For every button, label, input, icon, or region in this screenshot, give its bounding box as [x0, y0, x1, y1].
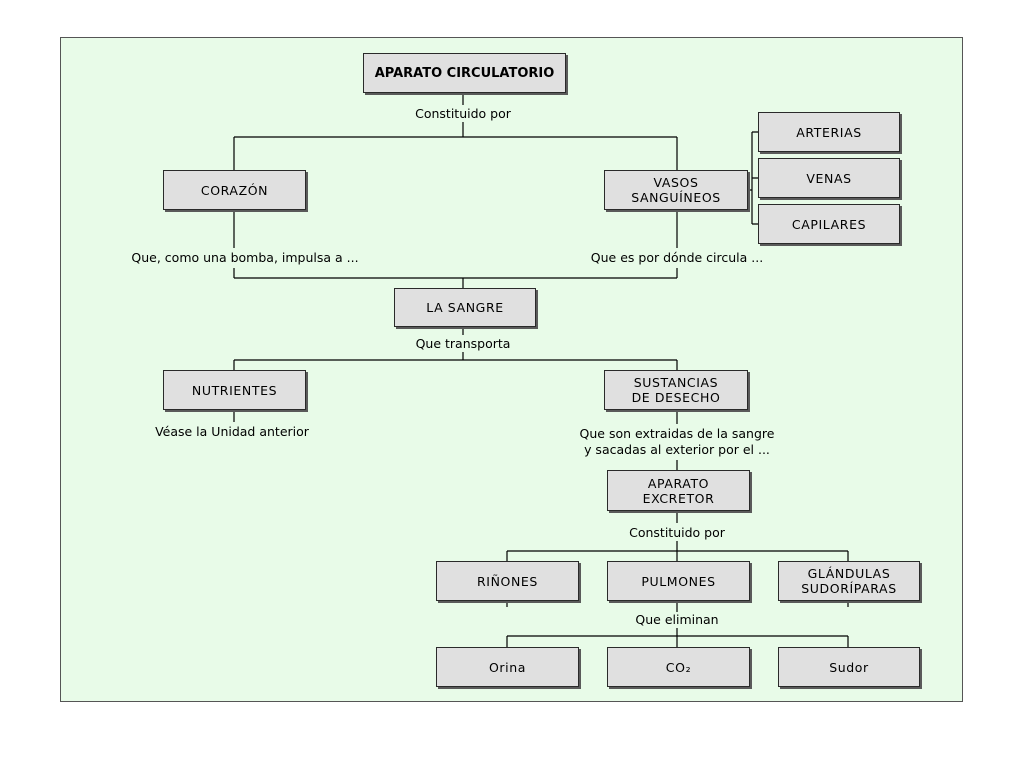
box-la-sangre: LA SANGRE [394, 288, 536, 327]
label-impulsa: Que, como una bomba, impulsa a ... [129, 250, 361, 266]
box-capilares: CAPILARES [758, 204, 900, 244]
label-constituido-por: Constituido por [413, 106, 513, 122]
box-glandulas-sudoriparas: GLÁNDULAS SUDORÍPARAS [778, 561, 920, 601]
connector-title-branch [233, 93, 678, 170]
box-co2: CO₂ [607, 647, 750, 687]
label-vease-unidad: Véase la Unidad anterior [153, 424, 311, 440]
title-box-aparato-circulatorio: APARATO CIRCULATORIO [363, 53, 566, 93]
box-aparato-excretor: APARATO EXCRETOR [607, 470, 750, 511]
box-pulmones: PULMONES [607, 561, 750, 601]
box-sudor: Sudor [778, 647, 920, 687]
connector-organs-branch [506, 511, 849, 561]
box-rinones: RIÑONES [436, 561, 579, 601]
connector-vasos-branch [748, 131, 758, 225]
box-arterias: ARTERIAS [758, 112, 900, 152]
box-venas: VENAS [758, 158, 900, 198]
box-orina: Orina [436, 647, 579, 687]
connector-transporta-branch [233, 327, 678, 370]
label-que-eliminan: Que eliminan [633, 612, 721, 628]
label-que-transporta: Que transporta [413, 336, 513, 352]
connector-products-branch [506, 601, 849, 647]
box-corazon: CORAZÓN [163, 170, 306, 210]
box-sustancias-de-desecho: SUSTANCIAS DE DESECHO [604, 370, 748, 410]
box-nutrientes: NUTRIENTES [163, 370, 306, 410]
box-vasos-sanguineos: VASOS SANGUÍNEOS [604, 170, 748, 210]
connector-sangre-join [233, 210, 678, 288]
label-constituido-por-2: Constituido por [627, 525, 727, 541]
label-circula: Que es por dónde circula ... [588, 250, 766, 266]
label-extraidas: Que son extraidas de la sangre y sacadas… [577, 426, 777, 458]
